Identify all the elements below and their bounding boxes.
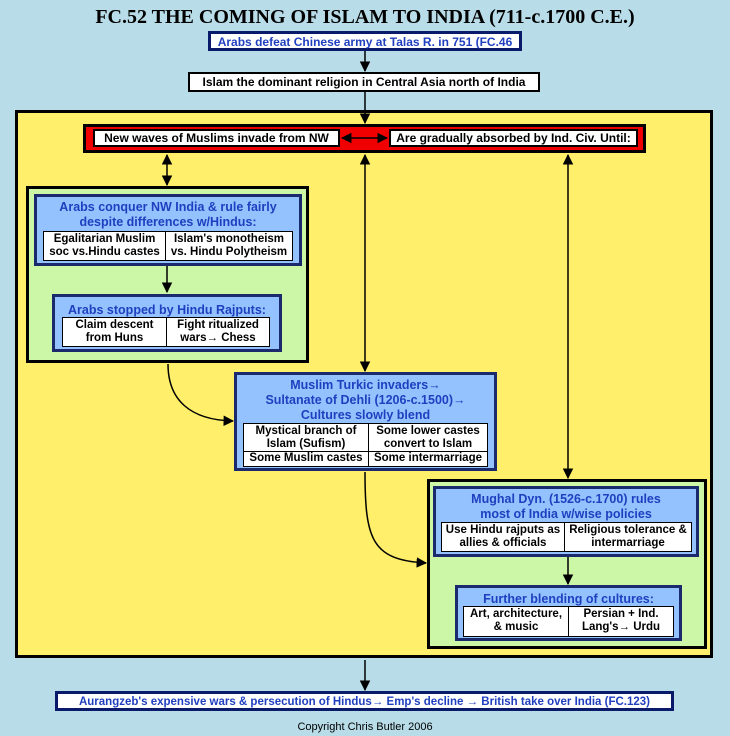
blending-title: Further blending of cultures: [483, 592, 654, 606]
arabs-title-line1: Arabs conquer NW India & rule fairly [59, 200, 277, 214]
arabs-conquer-title: Arabs conquer NW India & rule fairly des… [37, 200, 299, 230]
urdu-line2: Lang's→ Urdu [581, 621, 661, 633]
turkic-title-line2: Sultanate of Dehli (1206-c.1500)→ [265, 393, 466, 407]
chess-cell: Fight ritualized wars→ Chess [166, 317, 270, 347]
egalitarian-cell: Egalitarian Muslim soc vs.Hindu castes [43, 231, 166, 261]
tolerance-line2: intermarriage [591, 537, 665, 549]
sufism-line1: Mystical branch of [255, 425, 357, 437]
mughal-title: Mughal Dyn. (1526-c.1700) rules most of … [436, 492, 696, 522]
central-asia-box: Islam the dominant religion in Central A… [188, 72, 540, 92]
rajputs-allies-line1: Use Hindu rajputs as [445, 524, 561, 536]
aurangzeb-box: Aurangzeb's expensive wars & persecution… [55, 691, 674, 711]
turkic-title: Muslim Turkic invaders→ Sultanate of Deh… [237, 378, 494, 423]
urdu-cell: Persian + Ind. Lang's→ Urdu [568, 606, 674, 637]
art-line1: Art, architecture, [469, 608, 563, 620]
page-title: FC.52 THE COMING OF ISLAM TO INDIA (711-… [95, 6, 635, 28]
urdu-line1: Persian + Ind. [583, 608, 659, 620]
huns-line2: from Huns [85, 332, 144, 344]
chess-line1: Fight ritualized [177, 319, 259, 331]
egalitarian-line1: Egalitarian Muslim [53, 233, 156, 245]
chess-line2: wars→ Chess [180, 332, 256, 344]
talas-text: Arabs defeat Chinese army at Talas R. in… [217, 35, 513, 49]
tolerance-cell: Religious tolerance & intermarriage [564, 522, 692, 552]
rajputs-allies-line2: allies & officials [459, 537, 547, 549]
arabs-title-line2: despite differences w/Hindus: [79, 215, 257, 229]
invade-box: New waves of Muslims invade from NW [93, 129, 340, 147]
intermarriage-cell: Some intermarriage [368, 451, 488, 467]
sufism-line2: Islam (Sufism) [266, 438, 346, 450]
invade-text: New waves of Muslims invade from NW [104, 131, 329, 145]
talas-box: Arabs defeat Chinese army at Talas R. in… [208, 31, 522, 51]
rajputs-allies-cell: Use Hindu rajputs as allies & officials [441, 522, 565, 552]
lower-castes-cell: Some lower castes convert to Islam [368, 423, 488, 452]
mughal-title-line1: Mughal Dyn. (1526-c.1700) rules [471, 492, 661, 506]
aurangzeb-text: Aurangzeb's expensive wars & persecution… [78, 696, 651, 708]
absorbed-text: Are gradually absorbed by Ind. Civ. Unti… [396, 131, 631, 145]
intermarriage-text: Some intermarriage [373, 452, 482, 464]
muslim-castes-text: Some Muslim castes [249, 452, 363, 464]
art-cell: Art, architecture, & music [463, 606, 569, 637]
monotheism-cell: Islam's monotheism vs. Hindu Polytheism [165, 231, 293, 261]
turkic-title-line1: Muslim Turkic invaders→ [290, 378, 441, 392]
mughal-title-line2: most of India w/wise policies [480, 507, 652, 521]
egalitarian-line2: soc vs.Hindu castes [49, 246, 160, 258]
art-line2: & music [493, 621, 539, 633]
absorbed-box: Are gradually absorbed by Ind. Civ. Unti… [389, 129, 638, 147]
rajputs-title: Arabs stopped by Hindu Rajputs: [68, 303, 266, 317]
monotheism-line1: Islam's monotheism [173, 233, 285, 245]
huns-cell: Claim descent from Huns [62, 317, 167, 347]
turkic-title-line3: Cultures slowly blend [300, 408, 431, 422]
copyright: Copyright Chris Butler 2006 [297, 721, 433, 733]
tolerance-line1: Religious tolerance & [569, 524, 687, 536]
muslim-castes-cell: Some Muslim castes [243, 451, 369, 467]
huns-line1: Claim descent [75, 319, 154, 331]
monotheism-line2: vs. Hindu Polytheism [170, 246, 288, 258]
lower-castes-line1: Some lower castes [376, 425, 480, 437]
central-asia-text: Islam the dominant religion in Central A… [202, 75, 526, 89]
sufism-cell: Mystical branch of Islam (Sufism) [243, 423, 369, 452]
lower-castes-line2: convert to Islam [383, 438, 473, 450]
